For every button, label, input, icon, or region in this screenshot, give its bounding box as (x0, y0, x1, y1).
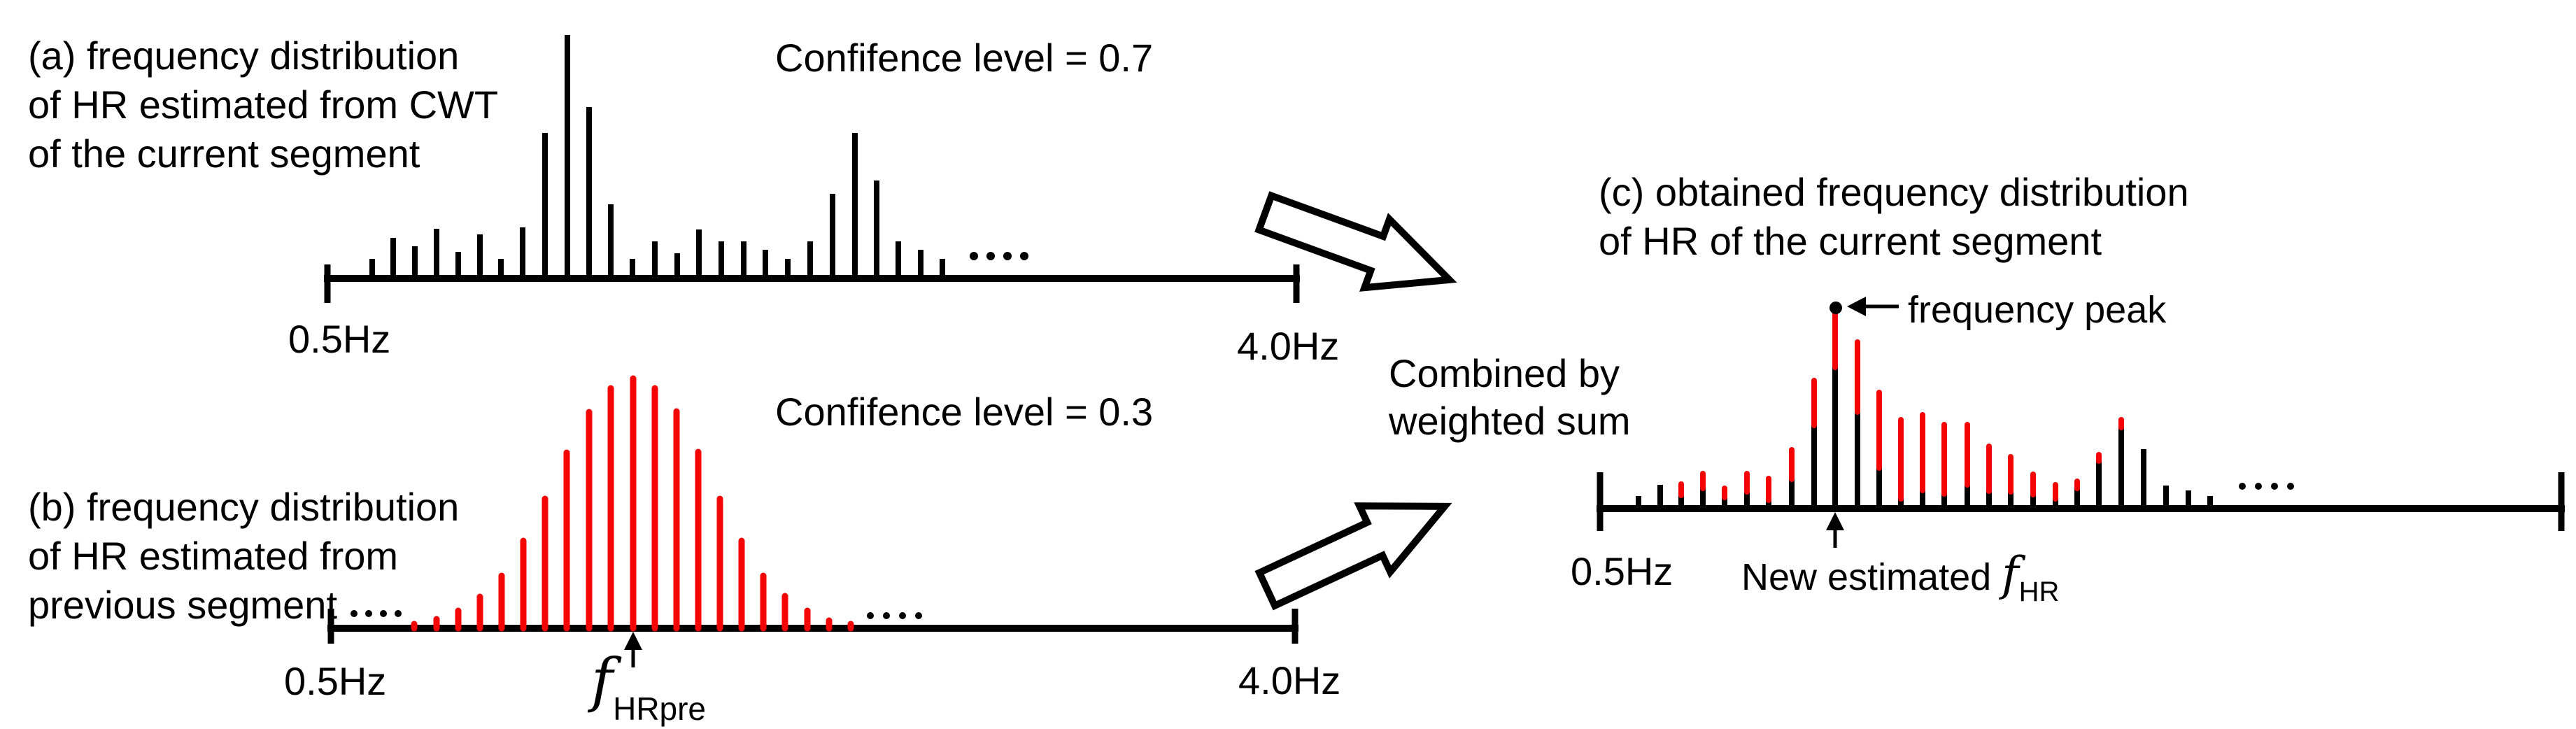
chart-a-stems (324, 35, 1300, 303)
panel-c-title: (c) obtained frequency distribution of H… (1599, 170, 2189, 263)
combined-by-label: Combined by weighted sum (1389, 351, 1631, 443)
panel-b-confidence: Confifence level = 0.3 (775, 390, 1154, 434)
chart-c-stems (1597, 297, 2565, 548)
chart-b-stems (327, 375, 1298, 667)
panel-b-title: (b) frequency distribution of HR estimat… (28, 485, 460, 627)
new-estimated-label: New estimated fHR (1741, 547, 2059, 608)
fhrpre-label: fHRpre (591, 651, 706, 728)
fhrpre-sub: HRpre (613, 691, 707, 727)
new-estimated-f: f (2002, 547, 2019, 601)
axis-c-start-label: 0.5Hz (1571, 549, 1673, 593)
axis-b-start-label: 0.5Hz (284, 659, 387, 703)
flow-arrow-bottom-icon (1254, 502, 1452, 611)
axis-a-end-label: 4.0Hz (1237, 324, 1340, 368)
new-estimated-text: New estimated (1741, 556, 2002, 598)
frequency-peak-label: frequency peak (1908, 289, 2167, 331)
new-estimated-sub: HR (2018, 576, 2060, 607)
axis-b-end-label: 4.0Hz (1238, 658, 1341, 702)
panel-a-title: (a) frequency distribution of HR estimat… (28, 34, 499, 176)
flow-arrow-top-icon (1254, 191, 1457, 292)
panel-a-confidence: Confifence level = 0.7 (775, 36, 1154, 80)
fhrpre-f: f (591, 646, 614, 714)
axis-a-start-label: 0.5Hz (288, 317, 391, 361)
